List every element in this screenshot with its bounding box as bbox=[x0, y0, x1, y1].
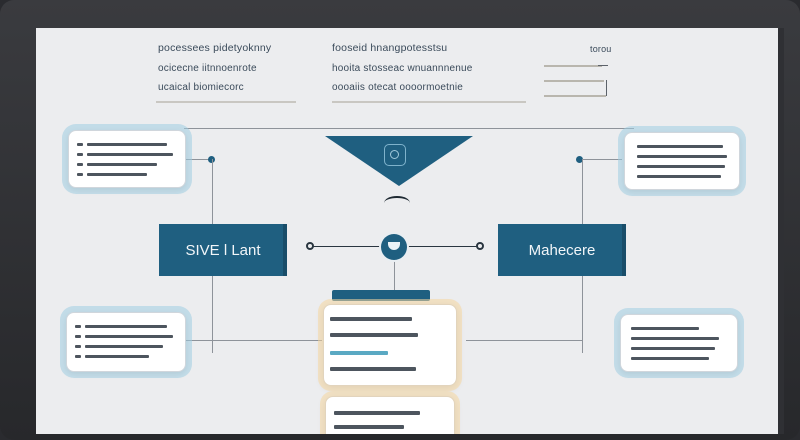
header-left-rule bbox=[156, 101, 296, 103]
list-line bbox=[85, 335, 173, 338]
list-card-left-top[interactable] bbox=[68, 130, 186, 188]
connector-left-bottom bbox=[186, 340, 212, 341]
arc-decoration bbox=[384, 196, 410, 210]
document-card-secondary[interactable] bbox=[325, 396, 455, 434]
header-middle-rule bbox=[332, 101, 526, 103]
list-line bbox=[85, 325, 167, 328]
panel-left[interactable]: SIVE l Lant bbox=[159, 224, 287, 276]
list-bullet bbox=[77, 173, 83, 176]
list-card-right-top[interactable] bbox=[624, 132, 740, 190]
doc-line bbox=[334, 425, 404, 429]
list-bullet bbox=[77, 163, 83, 166]
connector-right-top bbox=[582, 159, 622, 160]
list-line bbox=[637, 155, 727, 158]
doc-line bbox=[334, 411, 420, 415]
list-bullet bbox=[75, 335, 81, 338]
list-card-right-bottom[interactable] bbox=[620, 314, 738, 372]
hub-connector-left bbox=[312, 246, 380, 247]
hub-connector-right-end bbox=[476, 242, 484, 250]
header-left-line-3: ucaical biomiecorc bbox=[158, 82, 244, 93]
header-right-tick bbox=[598, 65, 608, 66]
device-edge bbox=[778, 28, 784, 434]
list-bullet bbox=[77, 153, 83, 156]
list-line bbox=[85, 345, 163, 348]
connector-left-to-doc bbox=[212, 340, 322, 341]
screen: pocessees pidetyoknny ocicecne iitnnoenr… bbox=[36, 28, 778, 434]
list-line bbox=[631, 327, 699, 330]
doc-header-bar bbox=[332, 290, 430, 301]
top-divider bbox=[184, 128, 634, 129]
list-line bbox=[87, 163, 157, 166]
header-left-line-2: ocicecne iitnnoenrote bbox=[158, 63, 257, 74]
doc-line bbox=[330, 317, 412, 321]
list-card-left-bottom[interactable] bbox=[66, 312, 186, 372]
header-middle-line-3: oooaiis otecat oooormoetnie bbox=[332, 82, 464, 93]
list-bullet bbox=[75, 325, 81, 328]
hub-connector-left-end bbox=[306, 242, 314, 250]
list-bullet bbox=[77, 143, 83, 146]
header-right-label: torou bbox=[590, 44, 612, 54]
panel-right[interactable]: Mahecere bbox=[498, 224, 626, 276]
list-line bbox=[631, 337, 719, 340]
doc-line-accent bbox=[330, 351, 388, 355]
doc-line bbox=[330, 367, 416, 371]
document-card-main[interactable] bbox=[323, 304, 457, 386]
doc-line bbox=[330, 333, 418, 337]
connector-right-to-doc bbox=[466, 340, 582, 341]
list-line bbox=[87, 173, 147, 176]
list-line bbox=[637, 175, 721, 178]
header-middle-line-2: hooita stosseac wnuannnenue bbox=[332, 63, 473, 74]
header-right-rule-3 bbox=[544, 95, 606, 97]
connector-dot-left bbox=[208, 156, 215, 163]
list-bullet bbox=[75, 355, 81, 358]
header-left-line-1: pocessees pidetyoknny bbox=[158, 42, 272, 54]
clock-square-icon bbox=[384, 144, 406, 166]
cup-icon[interactable] bbox=[381, 234, 407, 260]
list-line bbox=[87, 153, 173, 156]
hub-connector-right bbox=[408, 246, 478, 247]
list-bullet bbox=[75, 345, 81, 348]
list-line bbox=[85, 355, 149, 358]
header-right-bracket bbox=[606, 80, 607, 96]
list-line bbox=[631, 347, 715, 350]
connector-dot-right bbox=[576, 156, 583, 163]
connector-left-top bbox=[186, 159, 210, 160]
panel-right-label: Mahecere bbox=[528, 241, 596, 259]
connector-center-down bbox=[394, 260, 395, 290]
list-line bbox=[637, 145, 723, 148]
header-right-rule-2 bbox=[544, 80, 604, 82]
header-middle-line-1: fooseid hnangpotesstsu bbox=[332, 42, 448, 54]
list-line bbox=[631, 357, 709, 360]
header-right-rule-1 bbox=[544, 65, 602, 67]
list-line bbox=[87, 143, 167, 146]
panel-left-label: SIVE l Lant bbox=[185, 241, 261, 259]
list-line bbox=[637, 165, 725, 168]
